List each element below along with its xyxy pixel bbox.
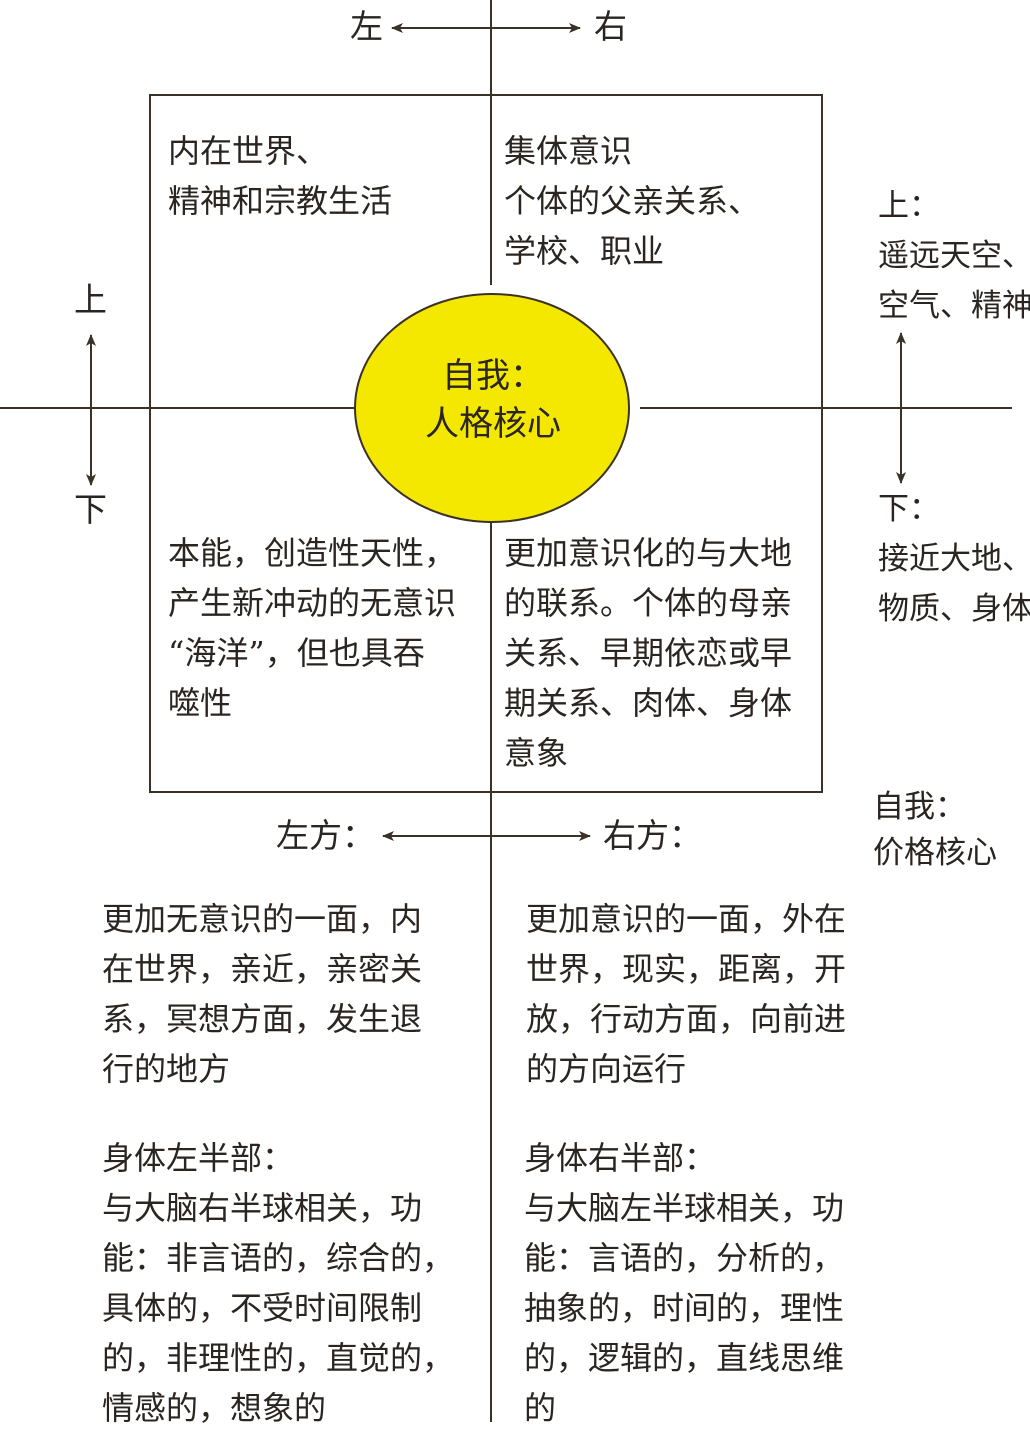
description-line: 能：言语的，分析的， xyxy=(524,1239,845,1277)
quadrant-line: 噬性 xyxy=(168,684,233,722)
quadrant-frame xyxy=(149,94,823,793)
quadrant-bottom-left: 本能，创造性天性， 产生新冲动的无意识 “海洋”，但也具吞 噬性 xyxy=(168,528,456,728)
description-line: 系，冥想方面，发生退 xyxy=(102,1000,423,1038)
side-caption-line: 价格核心 xyxy=(873,835,997,871)
side-note-down: 下： 接近大地、 物质、身体 xyxy=(878,484,1030,634)
quadrant-line: 精神和宗教生活 xyxy=(168,182,393,220)
side-note-line: 接近大地、 xyxy=(878,541,1030,577)
quadrant-line: 内在世界、 xyxy=(168,132,329,170)
side-caption-line: 自我： xyxy=(873,789,966,825)
description-line: 在世界，亲近，亲密关 xyxy=(102,950,423,988)
description-line: 的，非理性的，直觉的， xyxy=(102,1339,455,1377)
description-line: 与大脑右半球相关，功 xyxy=(102,1189,423,1227)
description-line: 的 xyxy=(524,1389,557,1427)
quadrant-line: 更加意识化的与大地 xyxy=(504,534,793,572)
left-body-title: 身体左半部： xyxy=(102,1139,295,1177)
self-core-line-1: 自我： xyxy=(442,356,544,396)
quadrant-line: 个体的父亲关系、 xyxy=(504,182,761,220)
description-line: 更加无意识的一面，内 xyxy=(102,900,423,938)
left-body-section: 身体左半部： 与大脑右半球相关，功 能：非言语的，综合的， 具体的，不受时间限制… xyxy=(102,1133,454,1433)
quadrant-top-right: 集体意识 个体的父亲关系、 学校、职业 xyxy=(504,126,760,276)
side-note-line: 物质、身体 xyxy=(878,591,1030,627)
side-caption: 自我： 价格核心 xyxy=(873,784,997,876)
side-note-line: 遥远天空、 xyxy=(878,238,1030,274)
description-line: 的，逻辑的，直线思维 xyxy=(524,1339,845,1377)
self-core-label: 自我： 人格核心 xyxy=(355,352,631,448)
description-line: 情感的，想象的 xyxy=(102,1389,327,1427)
description-line: 的方向运行 xyxy=(526,1050,687,1088)
quadrant-line: 的联系。个体的母亲 xyxy=(504,584,793,622)
description-line: 放，行动方面，向前进 xyxy=(526,1000,847,1038)
side-note-up-title: 上： xyxy=(878,188,940,224)
quadrant-line: 意象 xyxy=(504,734,569,772)
label-down: 下 xyxy=(74,490,107,529)
quadrant-line: “海洋”，但也具吞 xyxy=(168,634,425,672)
quadrant-line: 本能，创造性天性， xyxy=(168,534,457,572)
left-side-description: 更加无意识的一面，内 在世界，亲近，亲密关 系，冥想方面，发生退 行的地方 xyxy=(102,894,422,1094)
right-side-description: 更加意识的一面，外在 世界，现实，距离，开 放，行动方面，向前进 的方向运行 xyxy=(526,894,846,1094)
label-left: 左 xyxy=(350,7,383,46)
description-line: 更加意识的一面，外在 xyxy=(526,900,847,938)
left-side-title: 左方： xyxy=(276,816,375,855)
quadrant-top-left: 内在世界、 精神和宗教生活 xyxy=(168,126,392,226)
right-body-title: 身体右半部： xyxy=(524,1139,717,1177)
description-line: 世界，现实，距离，开 xyxy=(526,950,847,988)
quadrant-line: 关系、早期依恋或早 xyxy=(504,634,793,672)
side-note-down-title: 下： xyxy=(878,491,940,527)
description-line: 抽象的，时间的，理性 xyxy=(524,1289,845,1327)
self-core-ellipse xyxy=(354,293,630,523)
quadrant-bottom-right: 更加意识化的与大地 的联系。个体的母亲 关系、早期依恋或早 期关系、肉体、身体 … xyxy=(504,528,792,778)
side-note-up: 上： 遥远天空、 空气、精神 xyxy=(878,181,1030,331)
right-side-title: 右方： xyxy=(603,816,702,855)
quadrant-line: 产生新冲动的无意识 xyxy=(168,584,457,622)
label-right: 右 xyxy=(594,7,627,46)
quadrant-line: 期关系、肉体、身体 xyxy=(504,684,793,722)
label-up: 上 xyxy=(74,280,107,319)
description-line: 与大脑左半球相关，功 xyxy=(524,1189,845,1227)
description-line: 能：非言语的，综合的， xyxy=(102,1239,455,1277)
quadrant-line: 集体意识 xyxy=(504,132,633,170)
description-line: 行的地方 xyxy=(102,1050,231,1088)
side-note-line: 空气、精神 xyxy=(878,288,1030,324)
description-line: 具体的，不受时间限制 xyxy=(102,1289,423,1327)
right-body-section: 身体右半部： 与大脑左半球相关，功 能：言语的，分析的， 抽象的，时间的，理性 … xyxy=(524,1133,844,1433)
quadrant-line: 学校、职业 xyxy=(504,232,665,270)
self-core-line-2: 人格核心 xyxy=(425,404,561,444)
